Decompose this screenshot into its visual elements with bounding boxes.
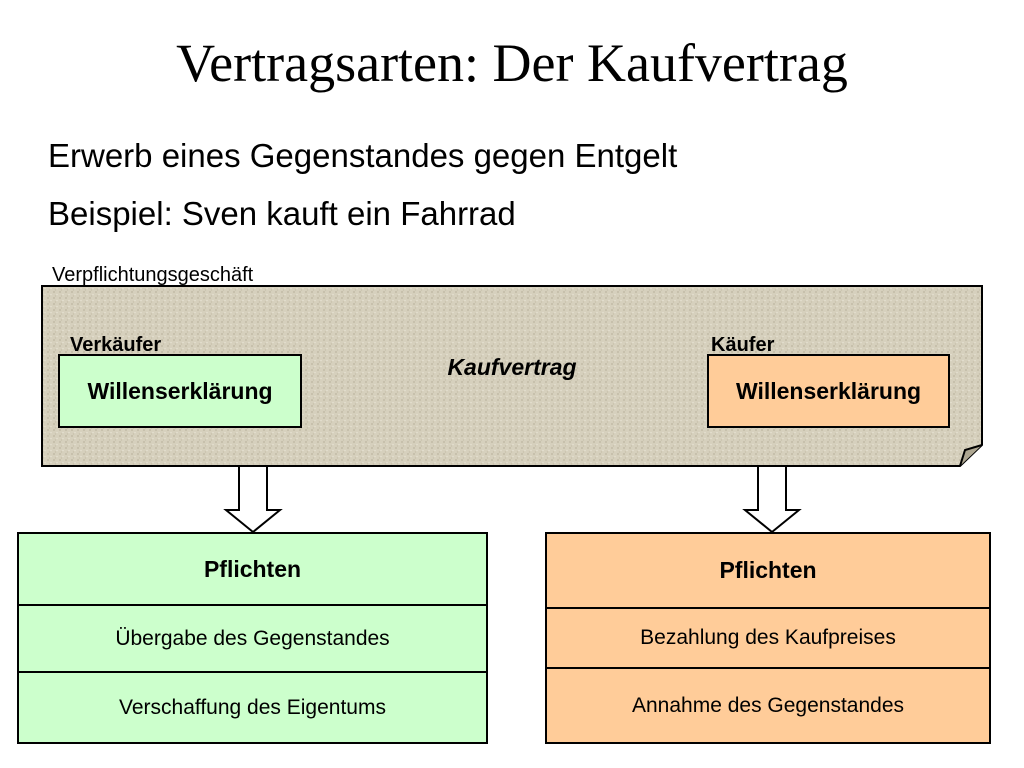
seller-duties-table: Pflichten Übergabe des Gegenstandes Vers… bbox=[17, 532, 488, 744]
down-arrow-icon bbox=[223, 467, 283, 534]
buyer-duty-item: Annahme des Gegenstandes bbox=[547, 667, 989, 742]
buyer-duty-item: Bezahlung des Kaufpreises bbox=[547, 607, 989, 667]
bullet-example: Beispiel: Sven kauft ein Fahrrad bbox=[48, 195, 516, 232]
seller-duties-header: Pflichten bbox=[203, 555, 302, 582]
bullet-definition: Erwerb eines Gegenstandes gegen Entgelt bbox=[48, 137, 678, 174]
section-label: Verpflichtungsgeschäft bbox=[52, 264, 254, 286]
buyer-duties-table: Pflichten Bezahlung des Kaufpreises Anna… bbox=[545, 532, 991, 744]
buyer-declaration-box: Willenserklärung bbox=[707, 354, 950, 428]
seller-declaration-box: Willenserklärung bbox=[58, 354, 302, 428]
seller-declaration-text: Willenserklärung bbox=[87, 377, 273, 404]
contract-label: Kaufvertrag bbox=[447, 354, 577, 380]
buyer-duties-header: Pflichten bbox=[719, 557, 817, 583]
seller-duty-item: Verschaffung des Eigentums bbox=[19, 671, 486, 742]
down-arrow-icon bbox=[742, 467, 802, 534]
buyer-declaration-text: Willenserklärung bbox=[735, 377, 922, 404]
seller-duty-item: Übergabe des Gegenstandes bbox=[19, 604, 486, 671]
buyer-role-label: Käufer bbox=[711, 334, 775, 356]
seller-role-label: Verkäufer bbox=[70, 334, 162, 356]
slide-title: Vertragsarten: Der Kaufvertrag bbox=[176, 33, 848, 93]
